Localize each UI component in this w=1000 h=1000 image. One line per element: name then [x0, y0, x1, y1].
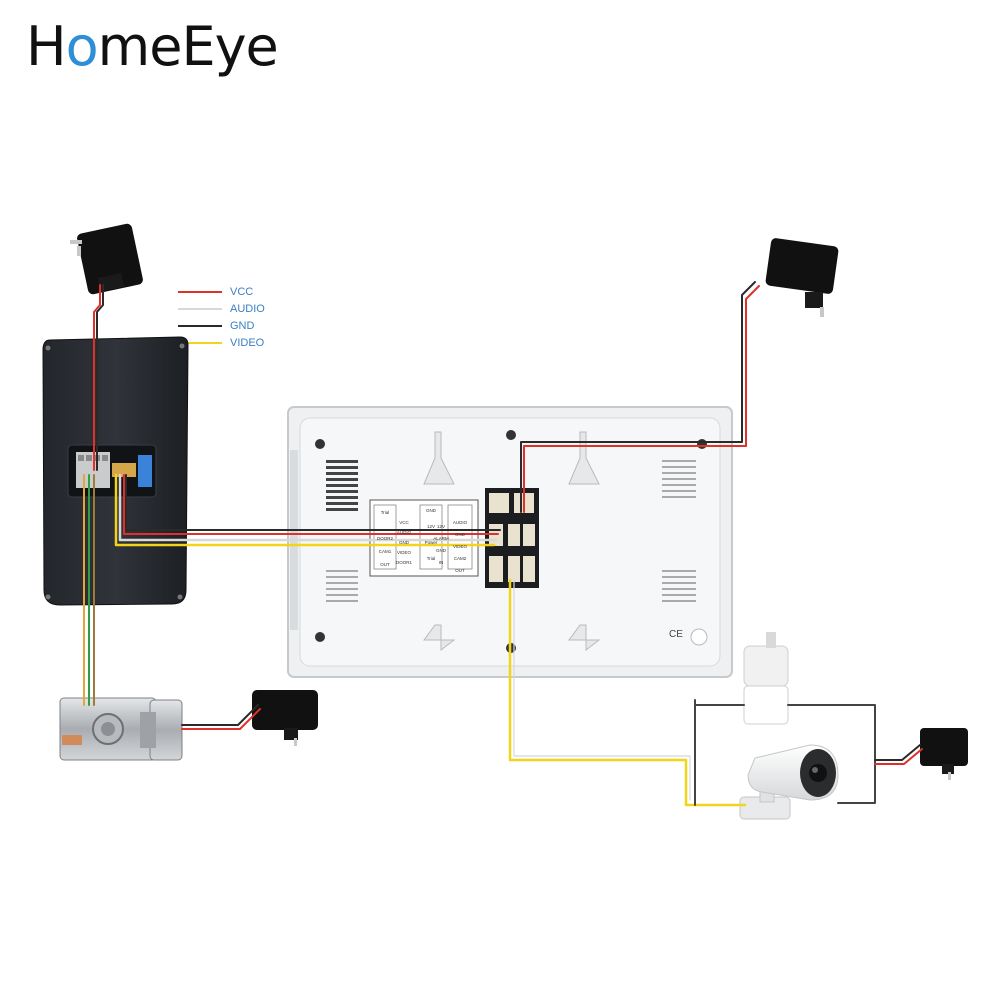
monitor-terminal-label: ALARM [433, 536, 449, 541]
monitor-terminal-label: DOOR1 [396, 560, 413, 565]
wire-vcc [123, 474, 499, 535]
monitor-terminal-label: Trial [427, 556, 436, 561]
wire-video [114, 473, 496, 547]
wiring [83, 281, 923, 807]
electric-lock [59, 697, 183, 761]
monitor-terminal-label: Trial [381, 510, 390, 515]
monitor-terminal-label: GND [436, 548, 447, 553]
legend-swatch-audio [178, 307, 222, 310]
brand-rest: meEye [97, 15, 279, 78]
monitor-terminal-label: OUT [380, 562, 390, 567]
legend-item-vcc: VCC [178, 283, 265, 300]
cctv-camera [739, 744, 839, 820]
legend-label-audio: AUDIO [230, 302, 265, 315]
monitor-terminal-label: GND [455, 532, 466, 537]
brand-logo: HomeEye [26, 20, 279, 74]
wire-audio [118, 473, 498, 542]
power-adapter-camera [920, 728, 968, 780]
legend-item-audio: AUDIO [178, 300, 265, 317]
ce-certification-mark: CE [669, 629, 683, 640]
legend-label-video: VIDEO [230, 336, 265, 349]
legend-item-video: VIDEO [178, 334, 265, 351]
power-adapter-door-station [70, 223, 143, 295]
monitor-terminal-label: VCC [399, 520, 409, 525]
monitor-terminal-label: 12V [427, 524, 435, 529]
monitor-terminal-label: DOOR2 [377, 536, 394, 541]
monitor-terminal-label: GND [426, 508, 437, 513]
brand-letter-o: o [65, 15, 99, 78]
legend-swatch-vcc [178, 290, 222, 293]
monitor-terminal-label: VIDEO [453, 544, 468, 549]
legend-item-gnd: GND [178, 317, 265, 334]
power-adapter-lock [252, 690, 318, 746]
monitor-terminal-label: AUDIO [397, 530, 412, 535]
brand-letter-h: H [26, 15, 67, 78]
indoor-monitor [287, 406, 733, 678]
monitor-terminal-label: Power [425, 540, 438, 545]
power-adapter-monitor [765, 238, 839, 317]
monitor-terminal-label: GND [399, 540, 410, 545]
pir-alarm-sensor [743, 632, 789, 725]
legend-label-gnd: GND [230, 319, 255, 332]
monitor-terminal-label: CAM1 [379, 549, 392, 554]
outdoor-door-station [42, 336, 189, 606]
monitor-terminal-label: IN [439, 560, 444, 565]
legend-swatch-video [178, 341, 222, 344]
monitor-terminal-label: VIDEO [397, 550, 412, 555]
wire-gnd [125, 474, 501, 531]
monitor-terminal-label: CAM2 [454, 556, 467, 561]
wire-color-legend: VCC AUDIO GND VIDEO [178, 283, 265, 351]
legend-swatch-gnd [178, 324, 222, 327]
legend-label-vcc: VCC [230, 285, 254, 298]
monitor-terminal-label: 12V [437, 524, 445, 529]
monitor-terminal-label: AUDIO [453, 520, 468, 525]
monitor-terminal-label: OUT [455, 568, 465, 573]
